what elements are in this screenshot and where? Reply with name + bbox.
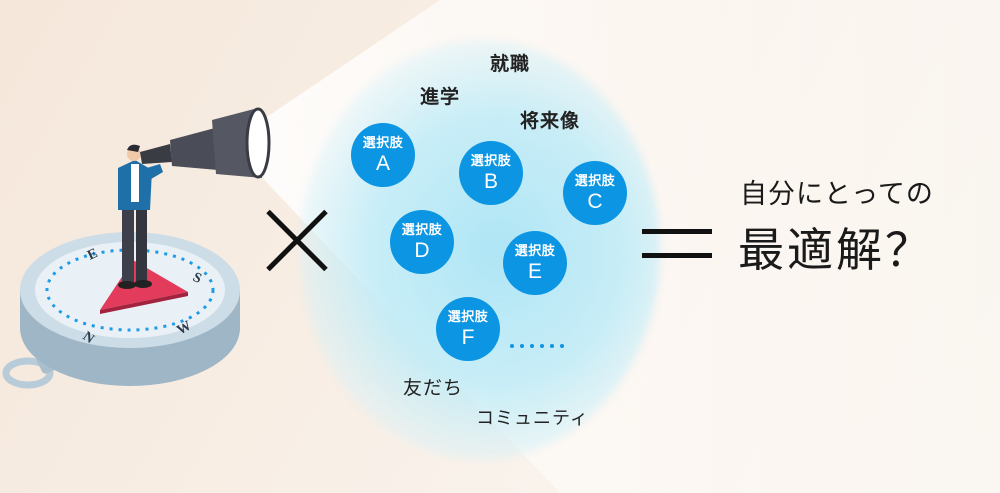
- option-title: 選択肢: [470, 153, 512, 169]
- equals-sign: [642, 225, 712, 259]
- option-title: 選択肢: [447, 309, 489, 325]
- option-title: 選択肢: [574, 173, 616, 189]
- equals-bar-bottom: [642, 253, 712, 258]
- dot: [540, 344, 544, 348]
- options-glow: [300, 40, 660, 460]
- keyword-tomodachi: 友だち: [403, 377, 464, 399]
- option-letter: B: [483, 169, 498, 193]
- option-letter: F: [461, 325, 475, 349]
- option-bubble-a: 選択肢 A: [351, 123, 415, 187]
- dot: [550, 344, 554, 348]
- option-letter: D: [414, 238, 430, 262]
- svg-text:W: W: [175, 318, 195, 338]
- option-bubble-e: 選択肢 E: [503, 231, 567, 295]
- dot: [530, 344, 534, 348]
- keyword-shingaku: 進学: [420, 86, 461, 108]
- option-letter: A: [375, 151, 390, 175]
- option-bubble-b: 選択肢 B: [459, 141, 523, 205]
- option-letter: E: [527, 259, 542, 283]
- multiply-sign: [262, 207, 332, 277]
- option-title: 選択肢: [401, 222, 443, 238]
- businessman-compass-illustration: E S N W: [2, 107, 271, 389]
- keyword-shushoku: 就職: [490, 53, 531, 75]
- option-bubble-d: 選択肢 D: [390, 210, 454, 274]
- option-bubble-c: 選択肢 C: [563, 161, 627, 225]
- option-title: 選択肢: [362, 135, 404, 151]
- keyword-shoraizo: 将来像: [520, 110, 581, 132]
- keyword-community: コミュニティ: [476, 408, 589, 429]
- dot: [520, 344, 524, 348]
- option-bubble-f: 選択肢 F: [436, 297, 500, 361]
- equals-bar-top: [642, 229, 712, 234]
- ellipsis-dots: [510, 344, 564, 348]
- option-title: 選択肢: [514, 243, 556, 259]
- answer-line-2: 最適解？: [738, 223, 934, 277]
- dot: [560, 344, 564, 348]
- option-letter: C: [587, 189, 603, 213]
- answer-line-1: 自分にとっての: [740, 179, 934, 210]
- dot: [510, 344, 514, 348]
